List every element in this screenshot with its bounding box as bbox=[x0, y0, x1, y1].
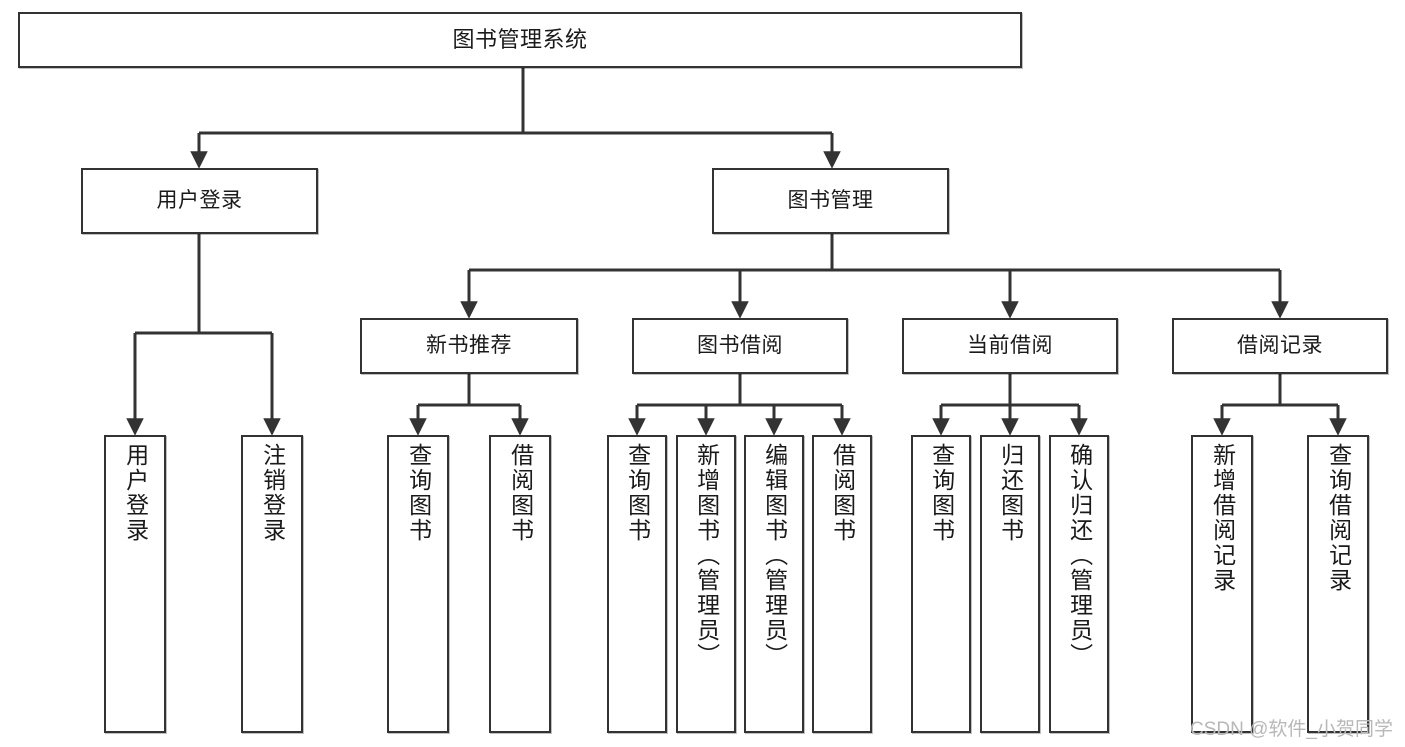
node-label: 新增图书（管理员） bbox=[693, 443, 720, 668]
node-leaf-edit-book-admin[interactable]: 编辑图书（管理员） bbox=[744, 435, 804, 733]
node-book-borrow[interactable]: 图书借阅 bbox=[632, 318, 848, 374]
node-leaf-query-book-current[interactable]: 查询图书 bbox=[911, 435, 971, 733]
node-leaf-user-login[interactable]: 用户登录 bbox=[104, 435, 166, 733]
node-label: 用户登录 bbox=[122, 443, 149, 543]
node-label: 查询图书 bbox=[928, 443, 955, 543]
node-label: 注销登录 bbox=[259, 443, 286, 543]
node-leaf-query-book-recommend[interactable]: 查询图书 bbox=[387, 435, 449, 733]
node-label: 图书管理 bbox=[787, 189, 874, 213]
node-label: 确认归还（管理员） bbox=[1066, 443, 1093, 668]
node-label: 借阅图书 bbox=[829, 443, 856, 543]
node-label: 新增借阅记录 bbox=[1209, 443, 1236, 593]
node-label: 查询借阅记录 bbox=[1325, 443, 1352, 593]
node-leaf-borrow-book-borrow[interactable]: 借阅图书 bbox=[812, 435, 872, 733]
node-label: 图书借阅 bbox=[697, 334, 783, 358]
node-leaf-query-book-borrow[interactable]: 查询图书 bbox=[607, 435, 667, 733]
node-new-book-recommend[interactable]: 新书推荐 bbox=[360, 318, 578, 374]
node-root-book-management-system[interactable]: 图书管理系统 bbox=[18, 12, 1022, 68]
node-label: 查询图书 bbox=[624, 443, 651, 543]
node-user-login[interactable]: 用户登录 bbox=[81, 168, 318, 234]
node-label: 借阅图书 bbox=[507, 443, 534, 543]
node-leaf-confirm-return-admin[interactable]: 确认归还（管理员） bbox=[1049, 435, 1109, 733]
node-leaf-borrow-book-recommend[interactable]: 借阅图书 bbox=[489, 435, 551, 733]
node-label: 用户登录 bbox=[156, 189, 243, 213]
node-label: 编辑图书（管理员） bbox=[761, 443, 788, 668]
node-label: 图书管理系统 bbox=[452, 26, 588, 52]
node-label: 归还图书 bbox=[997, 443, 1024, 543]
node-label: 查询图书 bbox=[405, 443, 432, 543]
node-leaf-return-book[interactable]: 归还图书 bbox=[980, 435, 1040, 733]
node-book-manage[interactable]: 图书管理 bbox=[712, 168, 949, 234]
node-label: 新书推荐 bbox=[426, 334, 512, 358]
node-leaf-add-book-admin[interactable]: 新增图书（管理员） bbox=[676, 435, 736, 733]
node-leaf-logout-login[interactable]: 注销登录 bbox=[241, 435, 303, 733]
node-label: 借阅记录 bbox=[1237, 334, 1323, 358]
node-borrow-record[interactable]: 借阅记录 bbox=[1172, 318, 1388, 374]
node-leaf-query-borrow-record[interactable]: 查询借阅记录 bbox=[1307, 435, 1369, 733]
node-current-borrow[interactable]: 当前借阅 bbox=[902, 318, 1118, 374]
node-label: 当前借阅 bbox=[967, 334, 1053, 358]
csdn-watermark: CSDN @软件_小贺同学 bbox=[1190, 719, 1393, 740]
node-leaf-add-borrow-record[interactable]: 新增借阅记录 bbox=[1191, 435, 1253, 733]
